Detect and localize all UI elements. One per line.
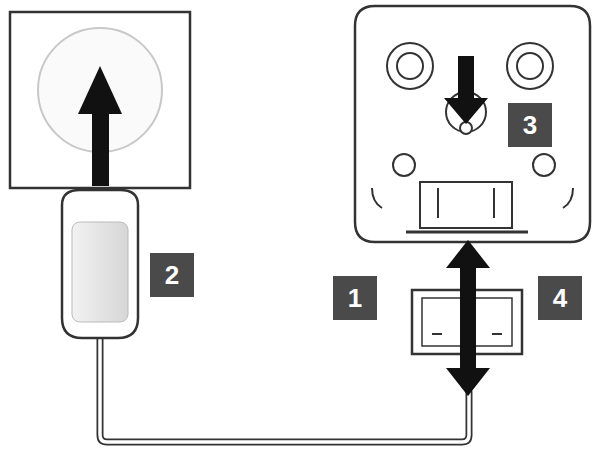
connect-arrow: [446, 240, 490, 396]
callout-number: 2: [150, 253, 194, 297]
callout-number: 4: [538, 276, 582, 320]
insert-arrow: [78, 66, 122, 186]
callout-number: 3: [508, 103, 552, 147]
wall-socket: [10, 12, 190, 188]
base-station: [355, 6, 590, 242]
callout-number: 1: [333, 276, 377, 320]
power-adapter: [62, 190, 138, 338]
mount-arrow: [444, 56, 488, 124]
